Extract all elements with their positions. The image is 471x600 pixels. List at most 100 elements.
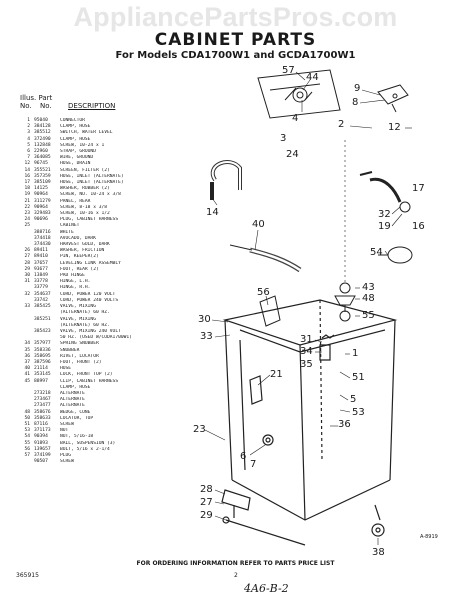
parts-list-part: 374418: [34, 235, 51, 241]
parts-list-key: 2: [27, 124, 30, 130]
parts-list-part: 273218: [34, 390, 51, 396]
parts-list-desc: HOSE, INLET (ALTERNATE): [60, 180, 124, 186]
parts-list-part: 355521: [34, 167, 51, 173]
parts-list-desc: SCREW, NO. 10-24 x 3/8: [60, 192, 121, 198]
parts-list-part: 13849: [34, 273, 48, 279]
callout-3: 3: [280, 133, 287, 144]
callout-1: 1: [352, 348, 359, 359]
parts-list-part: 385423: [34, 328, 51, 334]
parts-list-desc: VALVE, MIXING 240 VOLT: [60, 328, 121, 334]
parts-list-part: 37657: [34, 260, 48, 266]
parts-list-desc: CLAMP, HOSE: [60, 124, 91, 130]
callout-54: 54: [370, 247, 383, 258]
parts-list-desc: AVOCADO, DARK: [60, 235, 96, 241]
cabinet: [221, 299, 398, 546]
parts-list-part: 374199: [34, 452, 51, 458]
hinge-connector: [377, 84, 409, 113]
callout-38: 38: [372, 547, 385, 558]
parts-list-part: 90964: [34, 204, 48, 210]
parts-list-part: 358633: [34, 415, 51, 421]
parts-list-row: (ALTERNATE) 60 HZ.: [20, 323, 170, 329]
parts-list-part: 273467: [34, 397, 51, 403]
parts-list-row: 50 358633 LOCATOR, TOP: [20, 416, 170, 422]
parts-list-desc: WEDGE, CONE: [60, 409, 91, 415]
callout-21: 21: [270, 369, 283, 380]
parts-list-part: 358695: [34, 353, 51, 359]
parts-list-row: 374418 AVOCADO, DARK: [20, 236, 170, 242]
parts-list-key: 28: [24, 260, 30, 266]
callout-9: 9: [354, 83, 361, 94]
bracket-56: [259, 295, 281, 327]
parts-list-part: 90394: [34, 434, 48, 440]
parts-list-desc: PAD HINGE: [60, 273, 85, 279]
parts-list-part: 358336: [34, 347, 51, 353]
parts-list-part: 371173: [34, 428, 51, 434]
parts-list-key: 50: [24, 415, 30, 421]
callout-29: 29: [200, 510, 213, 521]
parts-list-part: 329483: [34, 211, 51, 217]
header-illus-part: Illus. Part: [20, 94, 53, 102]
page-title: CABINET PARTS: [154, 30, 317, 50]
parts-list-row: 273477 ALTERNATE: [20, 403, 170, 409]
parts-list-part: 372490: [34, 136, 51, 142]
parts-list-key: 36: [24, 353, 30, 359]
parts-list-key: 41: [24, 372, 30, 378]
parts-list-key: 54: [24, 434, 30, 440]
inlet-hose: [359, 171, 411, 213]
page-subtitle: For Models CDA1700W1 and GCDA1700W1: [115, 50, 356, 61]
parts-list-desc: ALTERNATE: [60, 397, 85, 403]
parts-list-desc: HINGE, R.H.: [60, 285, 91, 291]
parts-list-key: 17: [24, 180, 30, 186]
parts-list-key: 6: [27, 149, 30, 155]
parts-list-key: 4: [27, 136, 30, 142]
parts-list-key: 21: [24, 198, 30, 204]
parts-list-key: 19: [24, 192, 30, 198]
suspension-stack: [334, 282, 356, 322]
leader-lines: [204, 71, 412, 545]
parts-list-desc: LOCATOR, TOP: [60, 415, 94, 421]
parts-list-part: 95040: [34, 118, 48, 123]
callout-35: 35: [300, 359, 313, 370]
parts-list-key: 53: [24, 428, 30, 434]
parts-list-part: 273477: [34, 403, 51, 409]
callout-17: 17: [412, 183, 425, 194]
parts-list-desc: HOSE, DRAIN: [60, 161, 91, 167]
callout-32: 32: [378, 209, 391, 220]
parts-list-key: 35: [24, 347, 30, 353]
callout-34: 34: [300, 346, 313, 357]
callout-57: 57: [282, 65, 295, 76]
callout-7: 7: [250, 459, 257, 470]
callout-12: 12: [388, 122, 401, 133]
parts-list-desc: SPRING SNUBBER: [60, 341, 99, 347]
parts-list-key: 29: [24, 266, 30, 272]
parts-list-part: 385109: [34, 180, 51, 186]
parts-list-part: 385512: [34, 130, 51, 136]
parts-list-part: 89411: [34, 248, 48, 254]
callout-44: 44: [306, 72, 319, 83]
parts-list-desc: SCREW, 10-16 x 1/2: [60, 211, 110, 217]
parts-list-desc: ALTERNATE: [60, 403, 85, 409]
parts-list-desc: (ALTERNATE) 60 HZ.: [60, 322, 110, 328]
parts-list-desc: WHITE: [60, 229, 74, 235]
parts-list-desc: PLUG: [60, 452, 72, 458]
